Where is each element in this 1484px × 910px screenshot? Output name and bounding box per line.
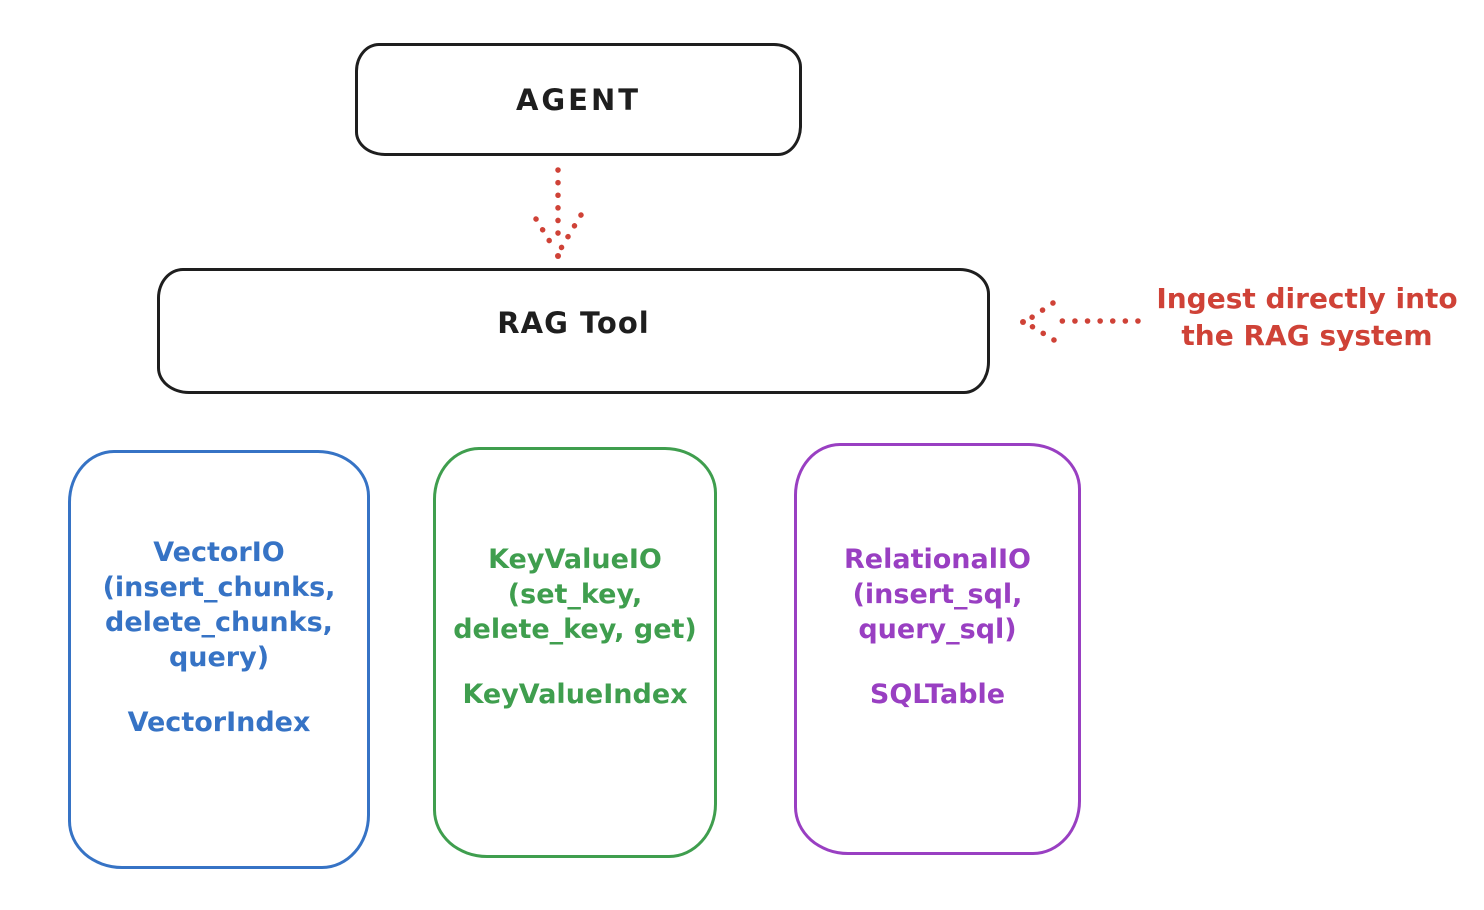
vector-index-label: VectorIndex [127, 707, 311, 738]
ingest-arrow-icon[interactable] [1025, 300, 1141, 343]
ingest-annotation-line-2: the RAG system [1181, 319, 1433, 352]
relational-io-node[interactable]: RelationalIO (insert_sql, query_sql) SQL… [794, 443, 1081, 855]
keyvalue-index-label: KeyValueIndex [462, 679, 688, 710]
rag-tool-node[interactable]: RAG Tool [157, 268, 990, 394]
vector-io-line-4: query) [168, 642, 270, 673]
vector-io-line-2: (insert_chunks, [102, 572, 336, 603]
keyvalue-io-line-1: KeyValueIO [488, 544, 662, 575]
relational-io-line-2: (insert_sql, [852, 579, 1023, 610]
agent-to-rag-arrow-icon[interactable] [533, 167, 584, 253]
ingest-arrow-tip [1020, 319, 1026, 325]
vector-io-line-1: VectorIO [153, 537, 285, 568]
vector-io-line-3: delete_chunks, [105, 607, 333, 638]
ingest-annotation-line-1: Ingest directly into [1156, 282, 1458, 315]
keyvalue-io-node[interactable]: KeyValueIO (set_key, delete_key, get) Ke… [433, 447, 717, 858]
keyvalue-io-line-3: delete_key, get) [453, 614, 697, 645]
relational-io-line-1: RelationalIO [844, 544, 1031, 575]
vector-io-node[interactable]: VectorIO (insert_chunks, delete_chunks, … [68, 450, 370, 869]
ingest-annotation-text[interactable]: Ingest directly into the RAG system [1140, 280, 1474, 354]
keyvalue-io-line-2: (set_key, [507, 579, 643, 610]
agent-label: AGENT [515, 82, 642, 117]
agent-node[interactable]: AGENT [355, 43, 802, 156]
rag-tool-label: RAG Tool [497, 306, 650, 340]
agent-to-rag-arrow-tip [555, 253, 561, 259]
relational-io-line-3: query_sql) [858, 614, 1017, 645]
sql-table-label: SQLTable [869, 679, 1006, 710]
